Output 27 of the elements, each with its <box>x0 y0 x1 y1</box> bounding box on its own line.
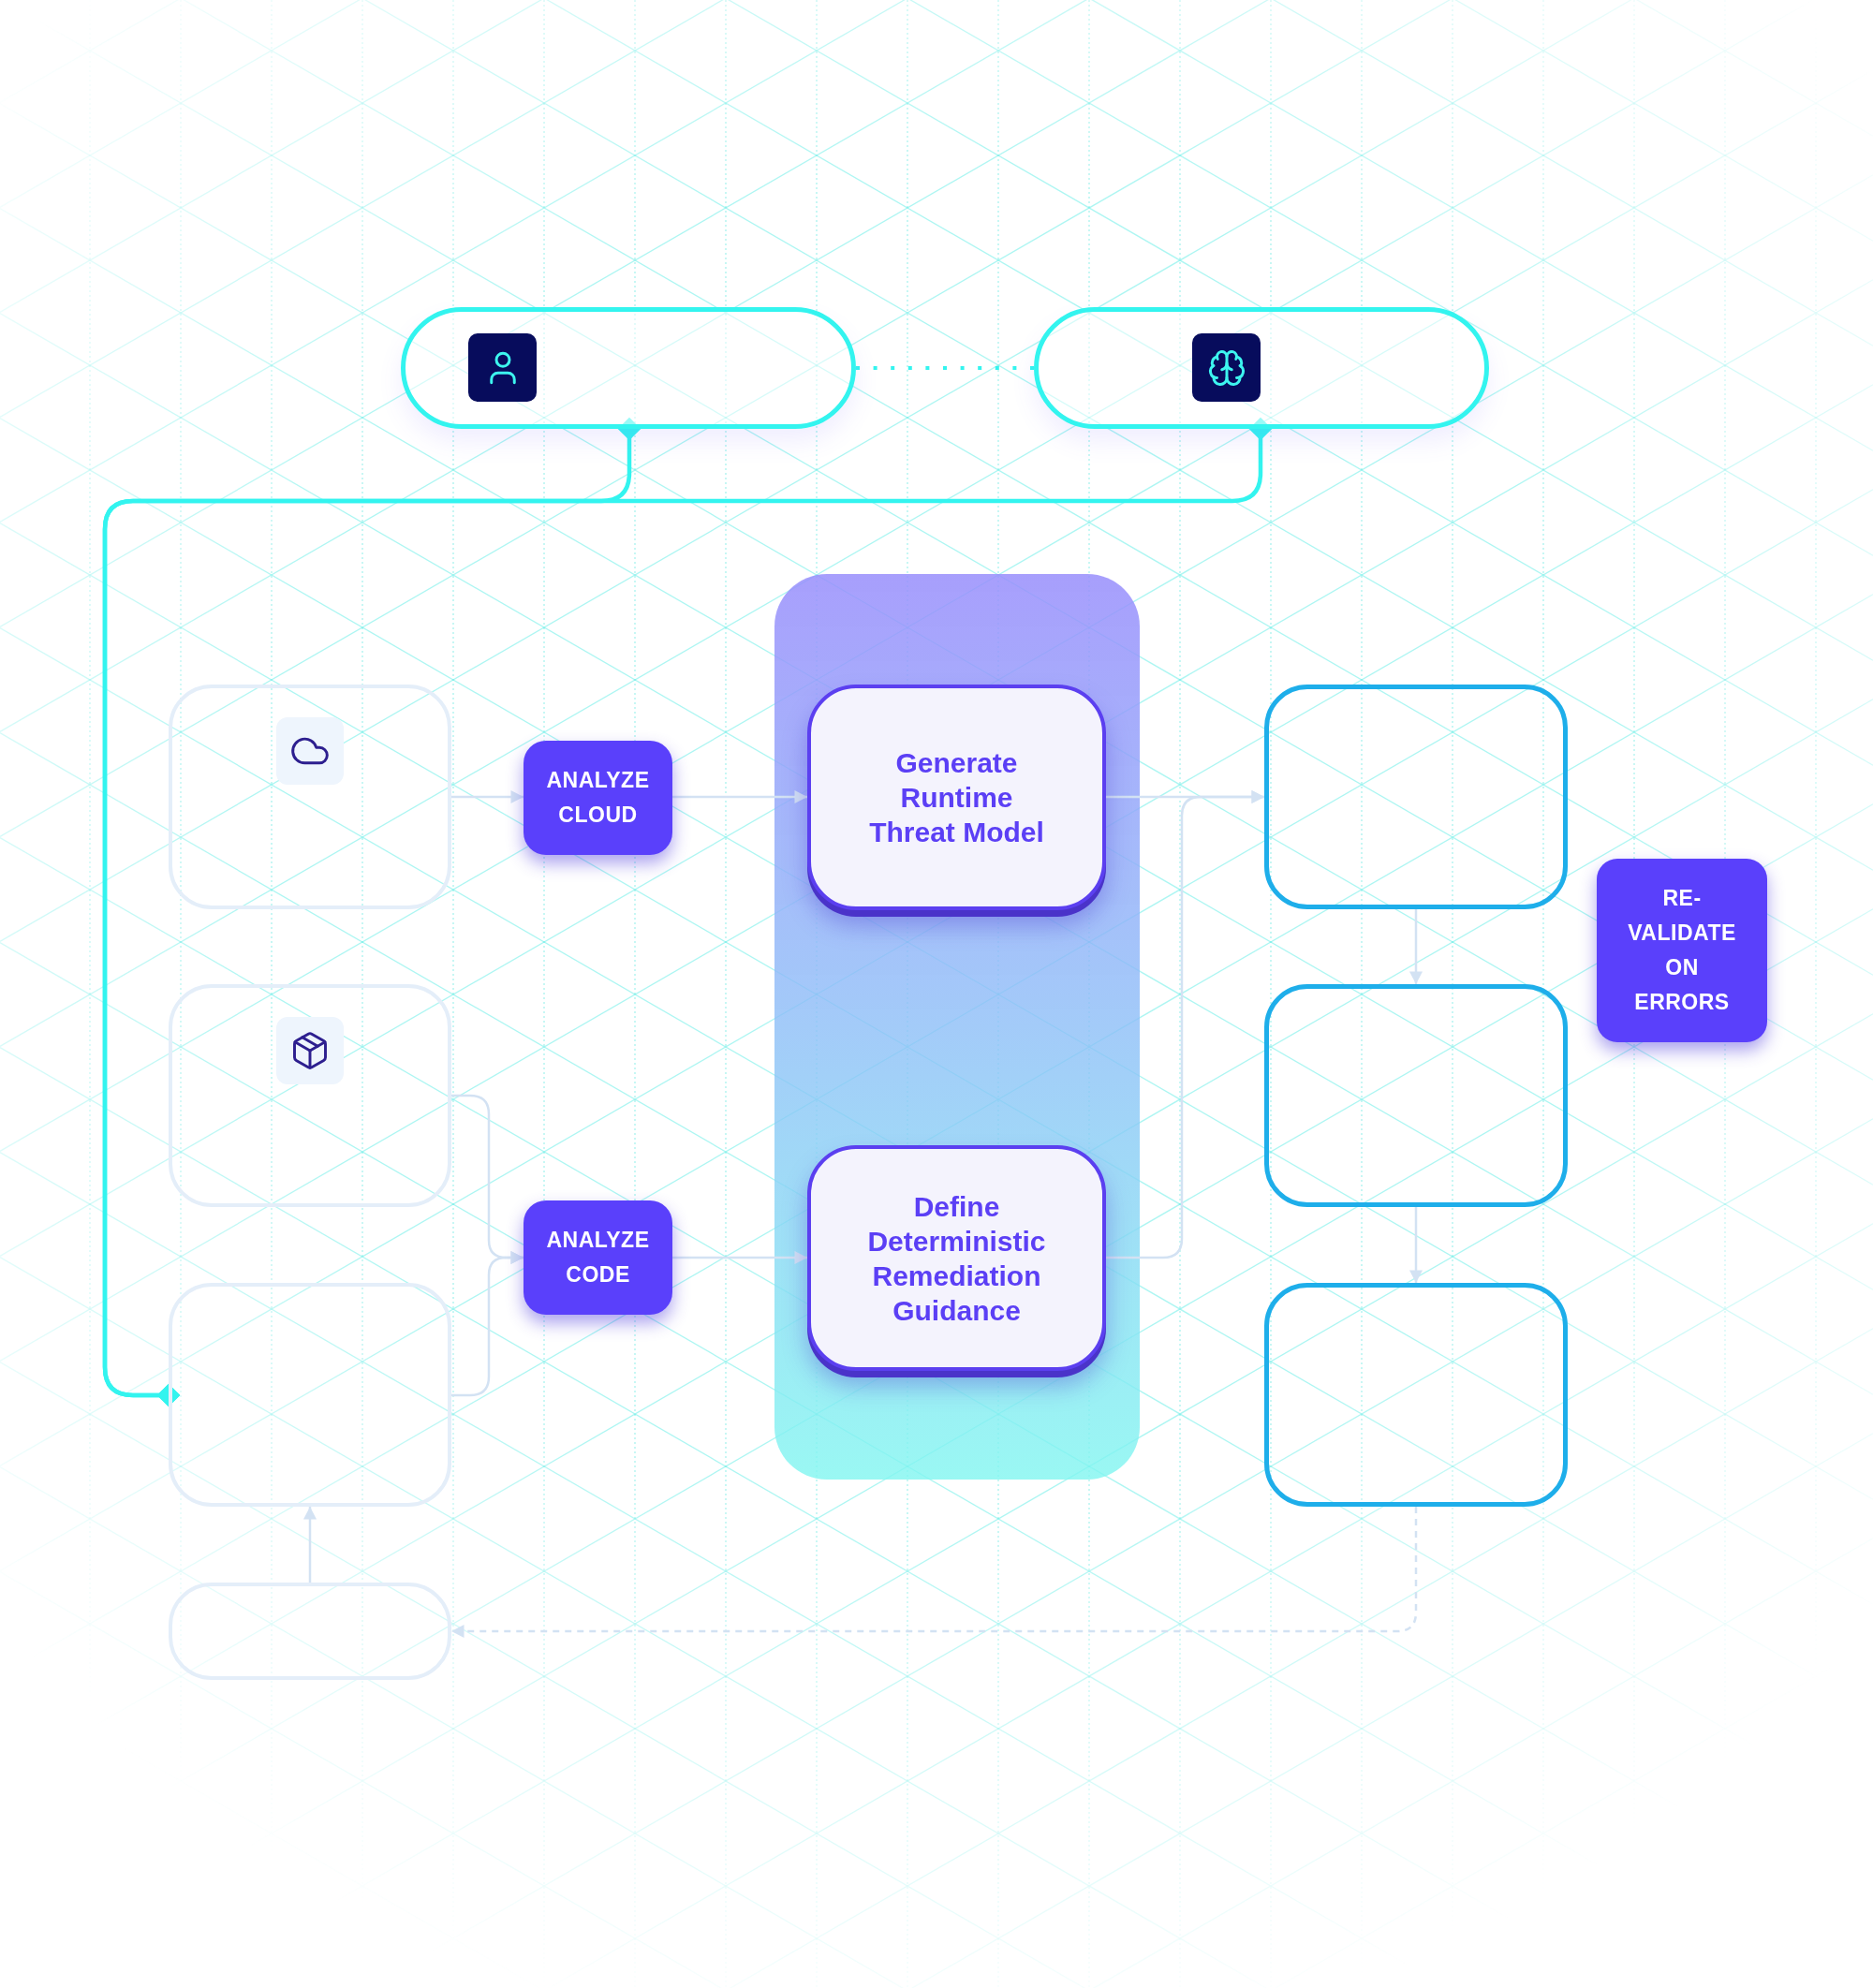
connector-line <box>855 364 1035 372</box>
faded-card <box>169 1283 451 1507</box>
faded-card <box>169 1583 451 1680</box>
process-title: Generate Runtime Threat Model <box>868 746 1045 849</box>
action-label: ANALYZE CODE <box>545 1227 651 1289</box>
action-card <box>524 1200 672 1315</box>
faded-card <box>169 984 451 1207</box>
arrow <box>303 1507 317 1583</box>
arrow <box>1106 790 1264 1259</box>
action-label: ANALYZE CLOUD <box>545 767 651 829</box>
action-card <box>524 741 672 855</box>
arrow <box>672 1251 807 1264</box>
outlined-card <box>1264 685 1568 909</box>
outlined-card <box>1264 984 1568 1207</box>
action-card <box>1597 859 1767 1042</box>
arrow <box>451 790 524 803</box>
diamond-end-connector <box>102 417 1273 1407</box>
arrow <box>451 1251 524 1397</box>
outlined-card <box>1264 1283 1568 1507</box>
action-label: RE-VALIDATE ON ERRORS <box>1627 885 1737 1016</box>
arrow <box>672 790 807 803</box>
faded-card <box>169 685 451 909</box>
arrow <box>451 1507 1418 1638</box>
gradient-band <box>774 574 1140 1480</box>
process-title: Define Deterministic Remediation Guidance <box>866 1189 1047 1328</box>
arrow <box>1409 909 1423 984</box>
arrow <box>1409 1207 1423 1283</box>
